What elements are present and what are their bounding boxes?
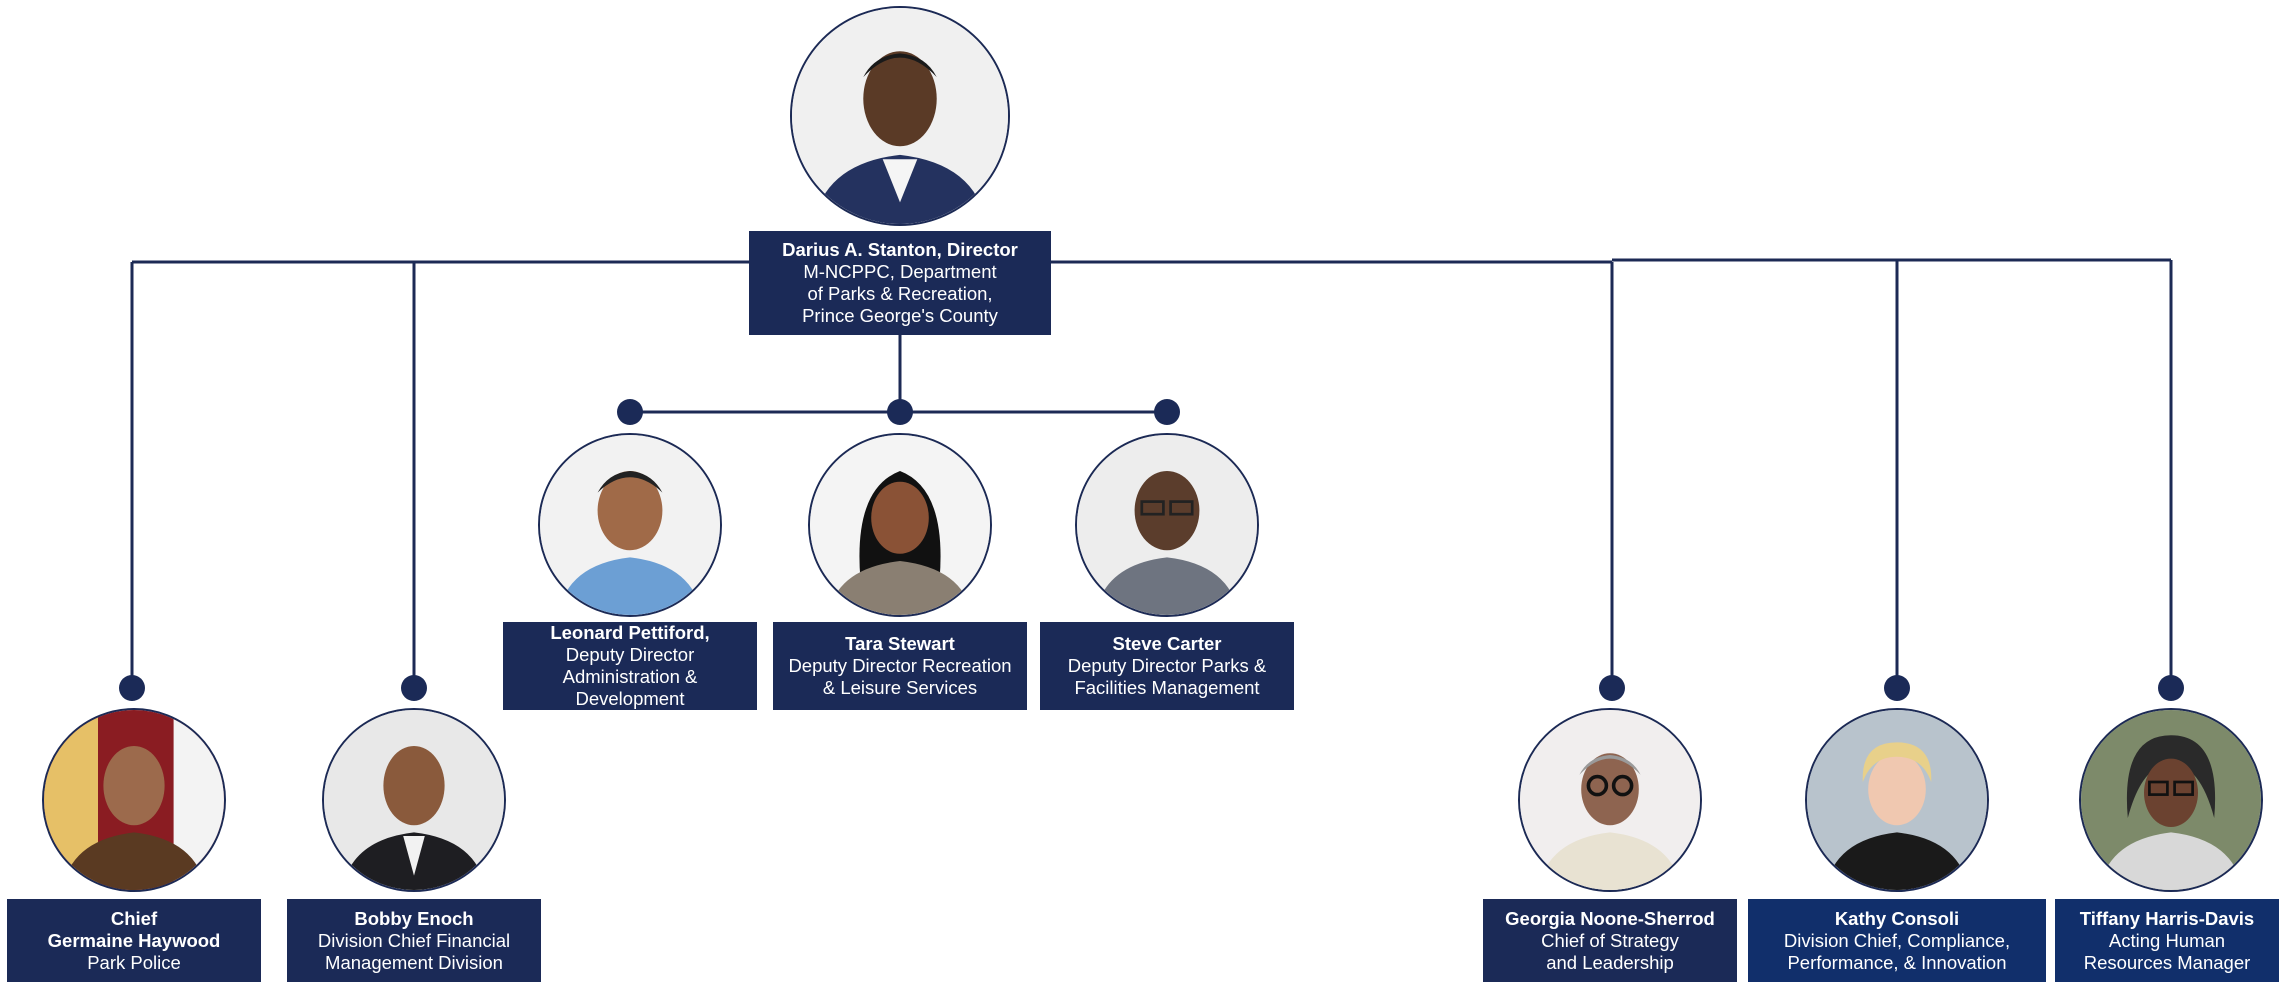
chief-box-enoch: Bobby Enoch Division Chief Financial Man… bbox=[287, 899, 541, 982]
connector-dot bbox=[1599, 675, 1625, 701]
chief-photo-noone-sherrod bbox=[1518, 708, 1702, 892]
connector-dot bbox=[119, 675, 145, 701]
chief-photo-haywood bbox=[42, 708, 226, 892]
deputy-box-stewart: Tara Stewart Deputy Director Recreation … bbox=[773, 622, 1027, 710]
deputy-title-line: Deputy Director bbox=[565, 644, 695, 665]
chief-title-line: Performance, & Innovation bbox=[1787, 951, 2007, 973]
deputy-title-line: & Leisure Services bbox=[822, 677, 978, 698]
deputy-box-carter: Steve Carter Deputy Director Parks & Fac… bbox=[1040, 622, 1294, 710]
portrait-placeholder bbox=[44, 710, 224, 890]
chief-title-line: Division Chief, Compliance, bbox=[1783, 929, 2011, 951]
chief-name: Tiffany Harris-Davis bbox=[2079, 907, 2255, 929]
chief-photo-enoch bbox=[322, 708, 506, 892]
connector-dot bbox=[617, 399, 643, 425]
deputy-title-line: Deputy Director Recreation bbox=[788, 655, 1012, 676]
portrait-placeholder bbox=[792, 8, 1008, 224]
deputy-title-line: Development bbox=[575, 688, 685, 709]
deputy-photo-pettiford bbox=[538, 433, 722, 617]
deputy-title-line: Facilities Management bbox=[1074, 677, 1260, 698]
connector-dot bbox=[401, 675, 427, 701]
connector-dot bbox=[887, 399, 913, 425]
chief-title-line: Division Chief Financial bbox=[317, 929, 511, 951]
portrait-placeholder bbox=[540, 435, 720, 615]
chief-rank: Chief bbox=[110, 907, 158, 929]
deputy-title-line: Deputy Director Parks & bbox=[1067, 655, 1267, 676]
director-photo bbox=[790, 6, 1010, 226]
deputy-title-line: Administration & bbox=[562, 666, 698, 687]
chief-box-noone-sherrod: Georgia Noone-Sherrod Chief of Strategy … bbox=[1483, 899, 1737, 982]
chief-title-line: Acting Human bbox=[2108, 929, 2226, 951]
connector-dot bbox=[1154, 399, 1180, 425]
chief-box-consoli: Kathy Consoli Division Chief, Compliance… bbox=[1748, 899, 2046, 982]
chief-title-line: Resources Manager bbox=[2083, 951, 2251, 973]
portrait-placeholder bbox=[2081, 710, 2261, 890]
deputy-photo-stewart bbox=[808, 433, 992, 617]
director-name: Darius A. Stanton, Director bbox=[782, 239, 1018, 260]
deputy-box-pettiford: Leonard Pettiford, Deputy Director Admin… bbox=[503, 622, 757, 710]
chief-title-line: Chief of Strategy bbox=[1541, 929, 1679, 951]
connector-dot bbox=[1884, 675, 1910, 701]
chief-box-haywood: Chief Germaine Haywood Park Police bbox=[7, 899, 261, 982]
chief-photo-harris-davis bbox=[2079, 708, 2263, 892]
portrait-placeholder bbox=[324, 710, 504, 890]
director-title-line: of Parks & Recreation, bbox=[807, 283, 993, 304]
portrait-placeholder bbox=[1520, 710, 1700, 890]
chief-title-line: and Leadership bbox=[1546, 951, 1674, 973]
chief-title-line: Park Police bbox=[87, 951, 181, 973]
deputy-photo-carter bbox=[1075, 433, 1259, 617]
deputy-name: Steve Carter bbox=[1112, 633, 1222, 654]
deputy-name: Leonard Pettiford, bbox=[550, 622, 710, 643]
connector-dot bbox=[2158, 675, 2184, 701]
director-title-line: Prince George's County bbox=[802, 305, 998, 326]
chief-title-line: Management Division bbox=[325, 951, 503, 973]
portrait-placeholder bbox=[1077, 435, 1257, 615]
director-box: Darius A. Stanton, Director M-NCPPC, Dep… bbox=[749, 231, 1051, 335]
chief-photo-consoli bbox=[1805, 708, 1989, 892]
chief-name: Georgia Noone-Sherrod bbox=[1505, 907, 1715, 929]
chief-name: Germaine Haywood bbox=[47, 929, 221, 951]
portrait-placeholder bbox=[810, 435, 990, 615]
chief-name: Bobby Enoch bbox=[354, 907, 474, 929]
portrait-placeholder bbox=[1807, 710, 1987, 890]
deputy-name: Tara Stewart bbox=[845, 633, 955, 654]
director-title-line: M-NCPPC, Department bbox=[803, 261, 997, 282]
chief-name: Kathy Consoli bbox=[1834, 907, 1960, 929]
chief-box-harris-davis: Tiffany Harris-Davis Acting Human Resour… bbox=[2055, 899, 2279, 982]
